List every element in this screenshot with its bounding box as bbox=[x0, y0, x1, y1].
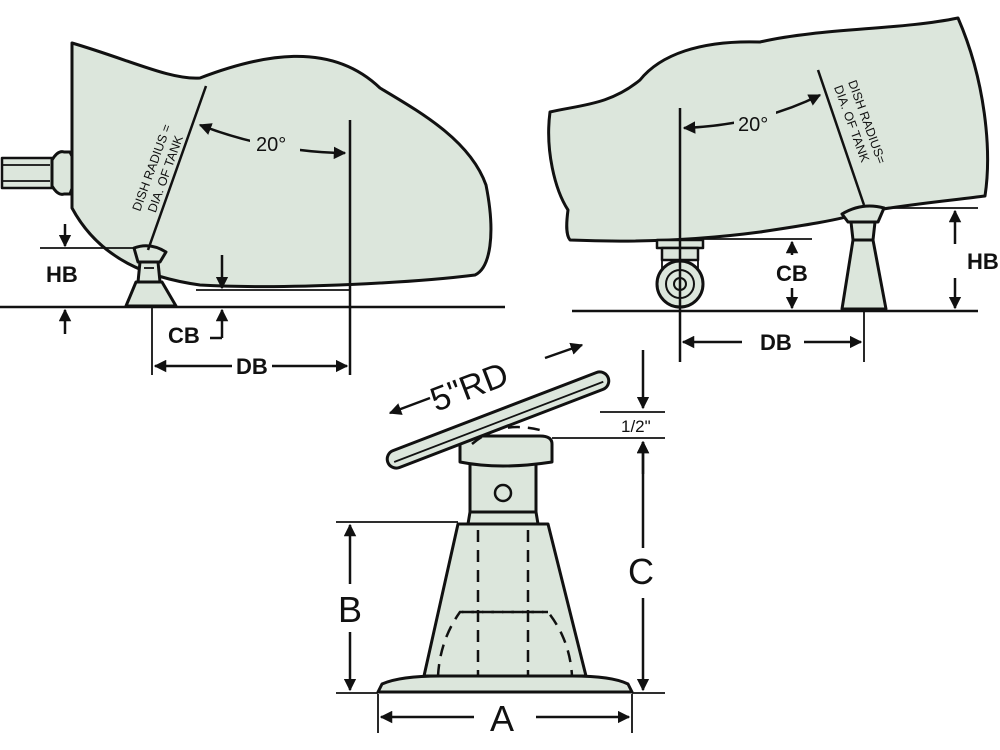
left-db-label: DB bbox=[236, 354, 268, 379]
stand-cone-body bbox=[422, 522, 588, 678]
right-cb-label: CB bbox=[776, 261, 808, 286]
left-figure: 20° DISH RADIUS = DIA. OF TANK HB CB DB bbox=[0, 41, 505, 379]
right-figure: 20° DISH RADIUS= DIA. OF TANK CB HB DB bbox=[547, 16, 999, 362]
right-saddle bbox=[840, 204, 888, 311]
stand-a-label: A bbox=[490, 698, 514, 739]
right-angle-label: 20° bbox=[738, 114, 768, 136]
stand-rd-arrow-right bbox=[544, 342, 584, 360]
stand-collar bbox=[466, 510, 540, 526]
stand-post-pin bbox=[493, 483, 513, 503]
stand-tilted-pad bbox=[385, 370, 611, 470]
stand-base-plate bbox=[376, 674, 634, 694]
right-hb-label: HB bbox=[967, 249, 999, 274]
left-cb-label: CB bbox=[168, 323, 200, 348]
stand-rd-arrow-left bbox=[388, 396, 431, 415]
right-db-label: DB bbox=[760, 330, 792, 355]
stand-b-label: B bbox=[338, 589, 362, 630]
left-tank-body bbox=[70, 41, 493, 289]
stand-c-label: C bbox=[628, 551, 654, 592]
left-dish-radius-line bbox=[146, 85, 208, 251]
left-valve-pipe bbox=[0, 150, 77, 196]
stand-detail: 5"RD 1/2" C B A bbox=[336, 342, 665, 739]
right-dish-radius-line bbox=[816, 69, 866, 206]
left-angle-label: 20° bbox=[256, 134, 286, 156]
left-saddle bbox=[124, 244, 178, 308]
stand-half-inch-label: 1/2" bbox=[621, 417, 651, 436]
left-hb-label: HB bbox=[46, 262, 78, 287]
